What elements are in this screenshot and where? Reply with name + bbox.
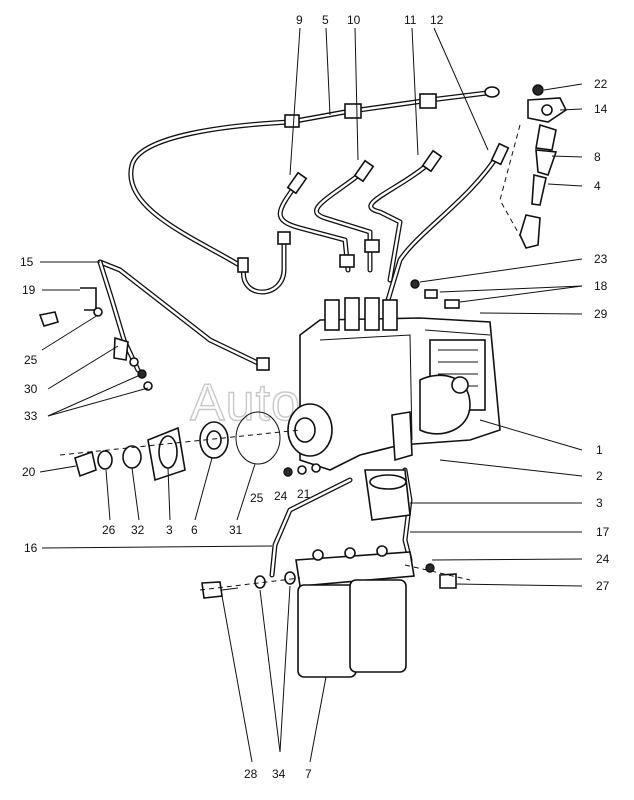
- label-12: 12: [430, 13, 444, 27]
- fuel-filter: [199, 545, 471, 678]
- bracket-parts: [38, 287, 153, 391]
- injector-assembly: [499, 84, 568, 249]
- label-9: 9: [296, 13, 303, 27]
- drive-components: [59, 411, 321, 482]
- pipe-fittings: [237, 86, 510, 371]
- callout-labels: 9 5 10 11 12 22 14 8 4 23 18 29 15 19 25…: [20, 13, 610, 781]
- label-17: 17: [596, 525, 610, 539]
- label-3-front: 3: [166, 523, 173, 537]
- label-20: 20: [22, 465, 36, 479]
- label-29: 29: [594, 307, 608, 321]
- injection-pump-body: [287, 297, 501, 521]
- label-31: 31: [229, 523, 243, 537]
- label-28: 28: [244, 767, 258, 781]
- label-19: 19: [22, 283, 36, 297]
- label-25-left: 25: [24, 353, 38, 367]
- label-4: 4: [594, 179, 601, 193]
- label-33: 33: [24, 409, 38, 423]
- label-24-right: 24: [596, 552, 610, 566]
- label-8: 8: [594, 150, 601, 164]
- label-14: 14: [594, 102, 608, 116]
- label-16: 16: [24, 541, 38, 555]
- label-30: 30: [24, 382, 38, 396]
- label-32: 32: [131, 523, 145, 537]
- label-1: 1: [596, 443, 603, 457]
- fuel-pipes: [97, 89, 503, 578]
- label-24-mid: 24: [274, 489, 288, 503]
- label-3-right: 3: [596, 496, 603, 510]
- label-25-mid: 25: [250, 491, 264, 505]
- label-5: 5: [322, 13, 329, 27]
- label-26: 26: [102, 523, 116, 537]
- label-23: 23: [594, 252, 608, 266]
- label-18: 18: [594, 279, 608, 293]
- label-10: 10: [347, 13, 361, 27]
- label-34: 34: [272, 767, 286, 781]
- label-2: 2: [596, 469, 603, 483]
- label-21: 21: [297, 487, 311, 501]
- leader-lines: [39, 27, 583, 763]
- label-6: 6: [191, 523, 198, 537]
- label-27: 27: [596, 579, 610, 593]
- label-22: 22: [594, 77, 608, 91]
- label-7: 7: [305, 767, 312, 781]
- label-11: 11: [404, 13, 417, 27]
- label-15: 15: [20, 255, 34, 269]
